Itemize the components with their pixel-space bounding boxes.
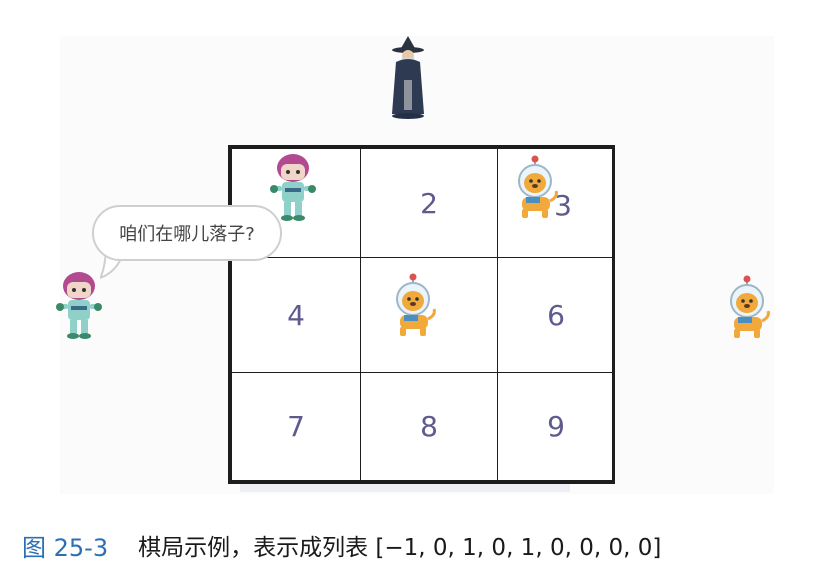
cell-7[interactable]: 7 <box>231 372 361 481</box>
speech-bubble: 咱们在哪儿落子? <box>92 205 282 261</box>
cell-8-number: 8 <box>420 410 438 443</box>
figure-label: 图 25-3 <box>22 533 109 562</box>
cell-2-number: 2 <box>420 186 438 220</box>
cell-7-number: 7 <box>287 410 305 443</box>
cell-6-number: 6 <box>547 298 565 332</box>
space-dog-icon[interactable] <box>722 275 772 341</box>
figure-caption: 图 25-3 棋局示例，表示成列表 [−1, 0, 1, 0, 1, 0, 0,… <box>22 528 661 562</box>
cell-4-number: 4 <box>287 298 305 332</box>
cell-2[interactable]: 2 <box>360 148 498 258</box>
space-dog-icon[interactable] <box>388 273 438 339</box>
cell-9[interactable]: 9 <box>497 372 615 481</box>
girl-robot-icon[interactable] <box>268 152 318 222</box>
cell-8[interactable]: 8 <box>360 372 498 481</box>
caption-text: 棋局示例，表示成列表 [−1, 0, 1, 0, 1, 0, 0, 0, 0] <box>138 535 662 561</box>
space-dog-icon[interactable] <box>510 155 560 221</box>
cell-9-number: 9 <box>547 410 565 443</box>
wizard-icon[interactable] <box>386 36 430 120</box>
girl-robot-icon[interactable] <box>54 270 104 340</box>
cell-6[interactable]: 6 <box>497 257 615 373</box>
cell-4[interactable]: 4 <box>231 257 361 373</box>
cell-3-number: 3 <box>554 188 572 222</box>
speech-bubble-text: 咱们在哪儿落子? <box>119 224 255 245</box>
